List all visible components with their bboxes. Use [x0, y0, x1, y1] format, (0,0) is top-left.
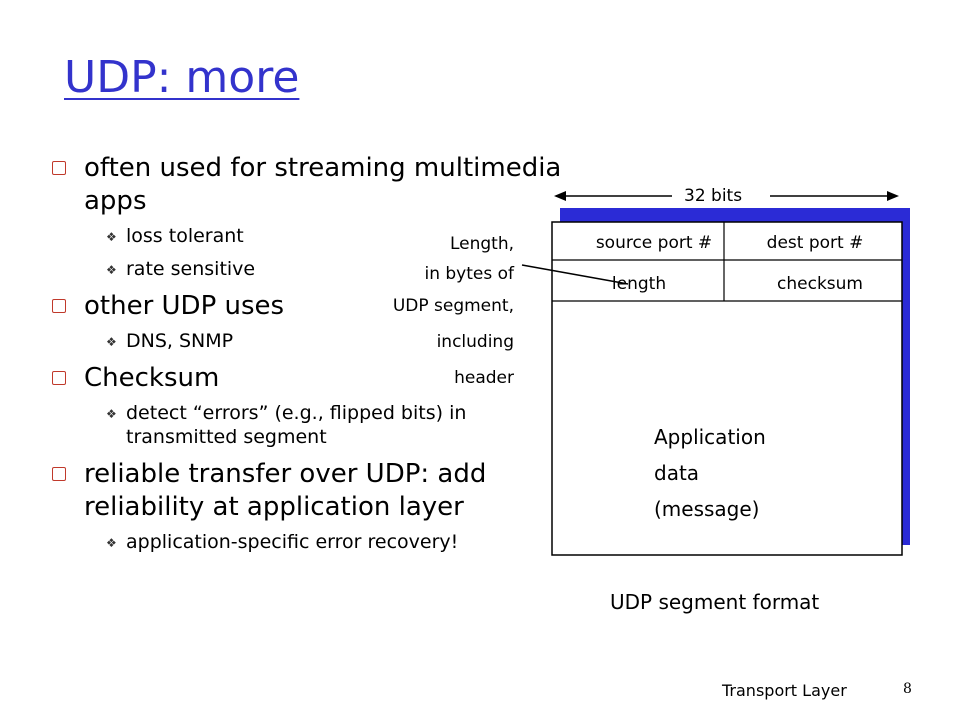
sub-bullet-text: application-specific error recovery!: [126, 531, 459, 553]
bullet-text: other UDP uses: [84, 291, 285, 321]
sub-bullet: ❖ loss tolerant: [52, 224, 592, 248]
bullet: often used for streaming multimedia apps: [52, 152, 592, 218]
callout-line: header: [454, 368, 514, 388]
sub-bullet-text: loss tolerant: [126, 225, 244, 247]
sub-bullet-text: DNS, SNMP: [126, 330, 234, 352]
slide-title: UDP: more: [64, 52, 300, 103]
bullet-text: often used for streaming multimedia apps: [84, 153, 562, 216]
bullet-text: reliable transfer over UDP: add reliabil…: [84, 459, 487, 522]
diamond-bullet-icon: ❖: [106, 335, 117, 349]
length-field: length: [611, 274, 667, 294]
bullet: Checksum: [52, 362, 592, 395]
app-data-line: (message): [654, 497, 760, 521]
diamond-bullet-icon: ❖: [106, 263, 117, 277]
source-port-field: source port #: [595, 233, 713, 253]
bullet: reliable transfer over UDP: add reliabil…: [52, 458, 514, 524]
callout-pointer: [521, 264, 629, 285]
sub-bullet: ❖ rate sensitive: [52, 257, 592, 281]
segment-box: [551, 221, 903, 556]
checkbox-bullet-icon: [52, 371, 66, 385]
checkbox-bullet-icon: [52, 467, 66, 481]
width-label: 32 bits: [684, 186, 743, 206]
diamond-bullet-icon: ❖: [106, 407, 117, 421]
callout-line: in bytes of: [424, 264, 514, 284]
checkbox-bullet-icon: [52, 161, 66, 175]
callout-line: UDP segment,: [392, 296, 514, 316]
bullet-list: often used for streaming multimedia apps…: [52, 152, 592, 563]
diamond-bullet-icon: ❖: [106, 230, 117, 244]
diagram-caption: UDP segment format: [610, 590, 820, 614]
bullet: other UDP uses: [52, 290, 592, 323]
callout-line: Length,: [449, 234, 514, 254]
sub-bullet-text: detect “errors” (e.g., flipped bits) in …: [126, 402, 467, 448]
sub-bullet: ❖ DNS, SNMP: [52, 329, 592, 353]
sub-bullet-text: rate sensitive: [126, 258, 256, 280]
page-number: 8: [903, 681, 912, 697]
footer-label: Transport Layer: [722, 681, 847, 700]
diamond-bullet-icon: ❖: [106, 536, 117, 550]
callout-line: including: [436, 332, 514, 352]
dest-port-field: dest port #: [766, 233, 864, 253]
checksum-field: checksum: [777, 274, 863, 294]
arrowhead-left-icon: [554, 191, 566, 201]
bullet-text: Checksum: [84, 363, 220, 393]
sub-bullet: ❖ application-specific error recovery!: [52, 530, 592, 554]
app-data-line: Application: [654, 425, 766, 449]
sub-bullet: ❖ detect “errors” (e.g., flipped bits) in…: [52, 401, 546, 449]
app-data-line: data: [654, 461, 700, 485]
arrowhead-right-icon: [887, 191, 899, 201]
checkbox-bullet-icon: [52, 299, 66, 313]
